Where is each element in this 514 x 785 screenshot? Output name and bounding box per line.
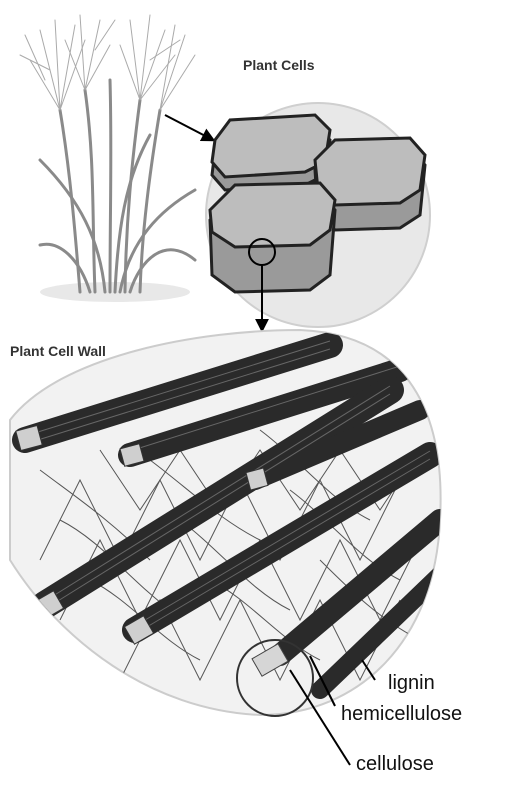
hemicellulose-label: hemicellulose (341, 703, 462, 725)
cellulose-label: cellulose (356, 753, 434, 775)
plant-to-cells-arrow (165, 115, 213, 140)
plant-cells-illustration (206, 103, 430, 327)
lignin-label: lignin (388, 672, 435, 694)
grass-plant-illustration (20, 15, 195, 302)
plant-cell-wall-illustration (10, 330, 445, 716)
plant-cells-label: Plant Cells (243, 57, 315, 73)
plant-cell-wall-label: Plant Cell Wall (10, 343, 106, 359)
